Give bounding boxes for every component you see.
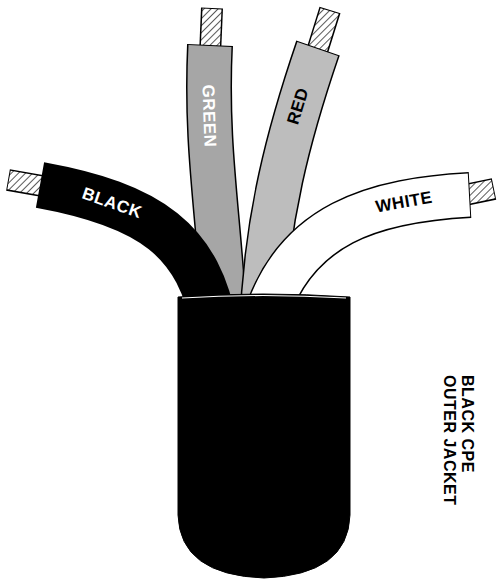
jacket-rim xyxy=(182,296,346,299)
jacket-label: BLACK CPE OUTER JACKET xyxy=(440,375,476,515)
wire-label: GREEN xyxy=(198,84,219,148)
outer-jacket xyxy=(178,294,350,578)
conductor-strands xyxy=(8,8,494,196)
